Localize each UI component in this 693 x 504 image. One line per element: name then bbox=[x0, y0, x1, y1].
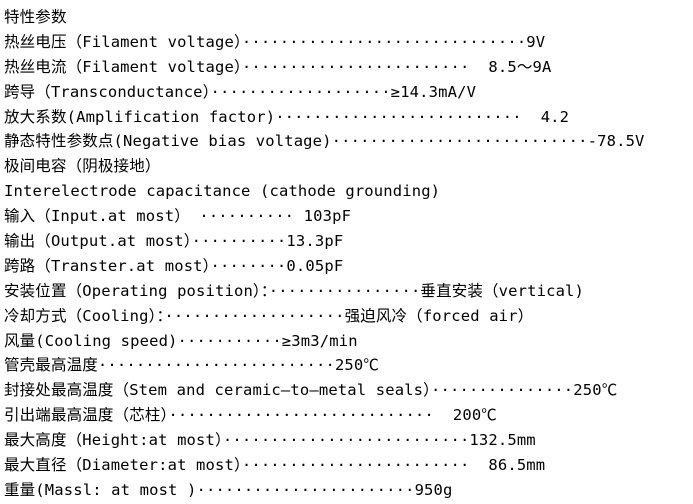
spec-max-diameter: 最大直径（Diameter:at most）··················… bbox=[4, 456, 546, 475]
spec-cooling-speed: 风量(Cooling speed)···········≥3m3/min bbox=[4, 331, 358, 350]
section-heading-characteristics: 特性参数 bbox=[4, 8, 67, 26]
spec-lead-max-temp: 引出端最高温度（芯柱）···························· … bbox=[4, 406, 497, 425]
spec-input-capacitance: 输入（Input.at most） ·········· 103pF bbox=[4, 207, 352, 226]
spec-transfer-capacitance: 跨路（Transter.at most）········0.05pF bbox=[4, 256, 344, 275]
spec-cooling: 冷却方式（Cooling）：···················强迫风冷（fo… bbox=[4, 306, 534, 325]
spec-seal-max-temp: 封接处最高温度（Stem and ceramic–to–metal seals）… bbox=[4, 381, 618, 400]
spec-filament-voltage: 热丝电压（Filament voltage）··················… bbox=[4, 32, 546, 51]
spec-output-capacitance: 输出（Output.at most）··········13.3pF bbox=[4, 232, 344, 251]
spec-sheet: 特性参数 热丝电压（Filament voltage）·············… bbox=[4, 5, 690, 503]
spec-envelope-max-temp: 管壳最高温度·························250℃ bbox=[4, 356, 380, 375]
section-subheading-capacitance-en: Interelectrode capacitance (cathode grou… bbox=[4, 182, 441, 201]
spec-transconductance: 跨导（Transconductance）···················≥… bbox=[4, 82, 477, 101]
spec-negative-bias-voltage: 静态特性参数点(Negative bias voltage)··········… bbox=[4, 132, 645, 151]
spec-operating-position: 安装位置（Operating position）：···············… bbox=[4, 281, 585, 300]
spec-filament-current: 热丝电流（Filament voltage）··················… bbox=[4, 57, 552, 76]
spec-weight: 重量(Massl: at most )·····················… bbox=[4, 480, 453, 499]
spec-amplification-factor: 放大系数(Amplification factor)··············… bbox=[4, 107, 570, 126]
spec-max-height: 最大高度（Height:at most）····················… bbox=[4, 431, 536, 450]
section-heading-capacitance: 极间电容（阴极接地） bbox=[4, 157, 161, 176]
